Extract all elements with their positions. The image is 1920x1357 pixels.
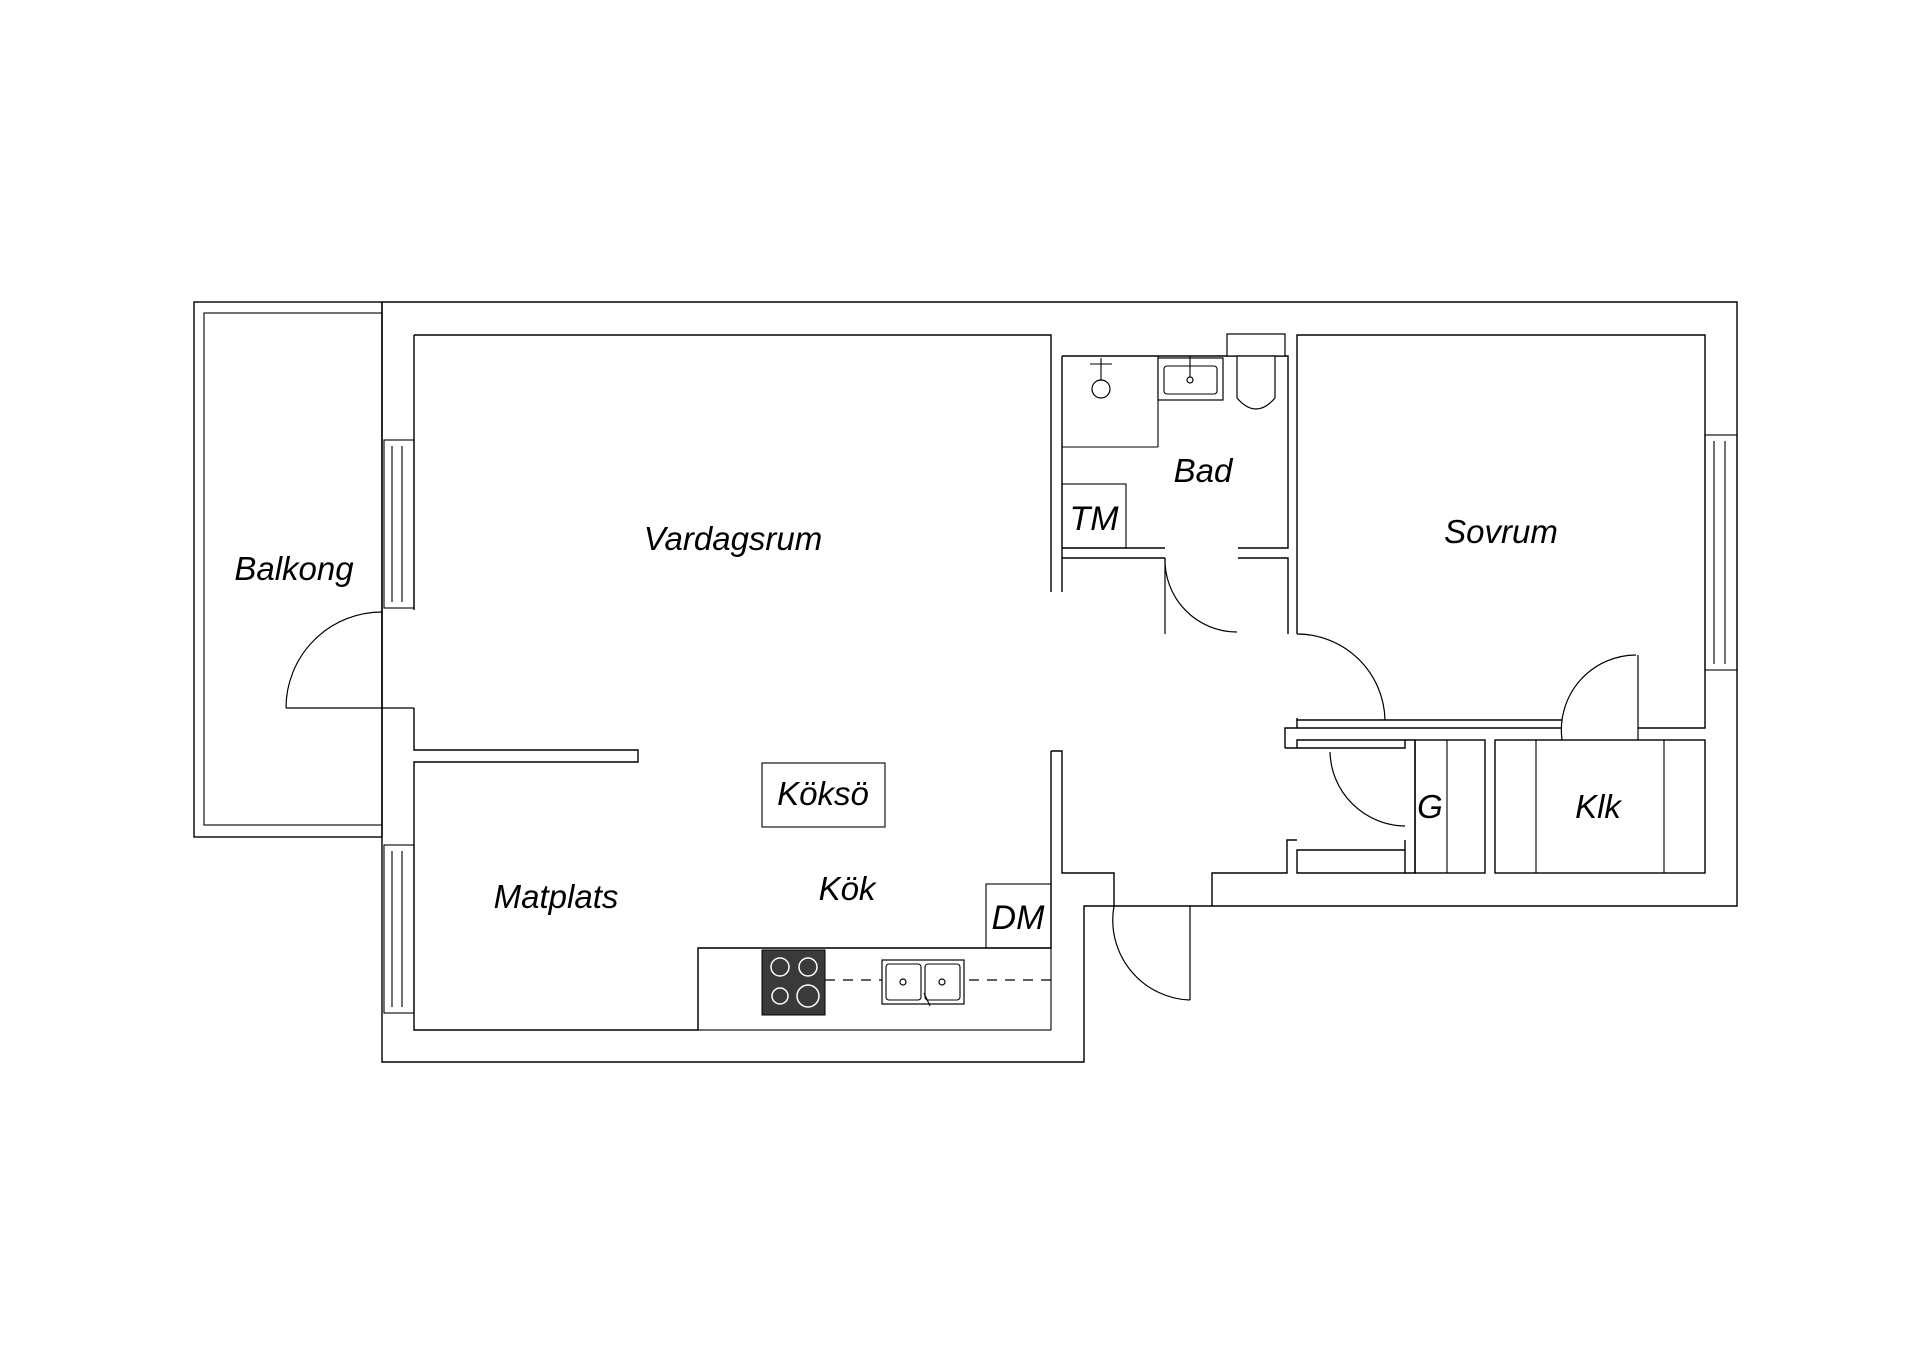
bathroom-door[interactable]: [1164, 557, 1238, 634]
entrance-door[interactable]: [1112, 905, 1191, 1001]
stove[interactable]: [761, 949, 826, 1016]
window-dining: [383, 844, 415, 1014]
shower[interactable]: [1062, 356, 1159, 448]
walk-in-closet: [1494, 739, 1706, 874]
room-label-balkong: Balkong: [234, 550, 354, 587]
window-living-room: [383, 439, 415, 609]
room-label-tm: TM: [1069, 500, 1119, 538]
room-label-koksoe: Köksö: [777, 775, 869, 812]
room-label-g: G: [1417, 788, 1443, 825]
closet-door[interactable]: [1560, 654, 1639, 741]
room-label-bad: Bad: [1174, 452, 1234, 489]
window-bedroom: [1704, 434, 1738, 671]
room-label-kok: Kök: [819, 870, 877, 907]
exterior-walls: [381, 301, 1738, 1063]
washing-machine-box: [1061, 483, 1127, 549]
bathroom-sink[interactable]: [1157, 356, 1224, 401]
hall-storage-door[interactable]: [1329, 751, 1406, 827]
wardrobe-g: [1414, 739, 1486, 874]
balcony-door[interactable]: [285, 610, 414, 709]
kitchen-sink[interactable]: [881, 959, 965, 1007]
bedroom-door[interactable]: [1296, 633, 1386, 721]
room-label-dm: DM: [992, 899, 1046, 937]
balcony: [193, 301, 383, 838]
kitchen-counter: [697, 947, 1052, 1031]
toilet[interactable]: [1226, 333, 1286, 410]
kitchen-island: [761, 762, 886, 828]
room-label-klk: Klk: [1575, 788, 1622, 825]
room-label-matplats: Matplats: [494, 878, 619, 915]
room-label-vardagsrum: Vardagsrum: [644, 520, 823, 557]
room-label-sovrum: Sovrum: [1444, 513, 1558, 550]
hall-walls: [1051, 727, 1416, 906]
